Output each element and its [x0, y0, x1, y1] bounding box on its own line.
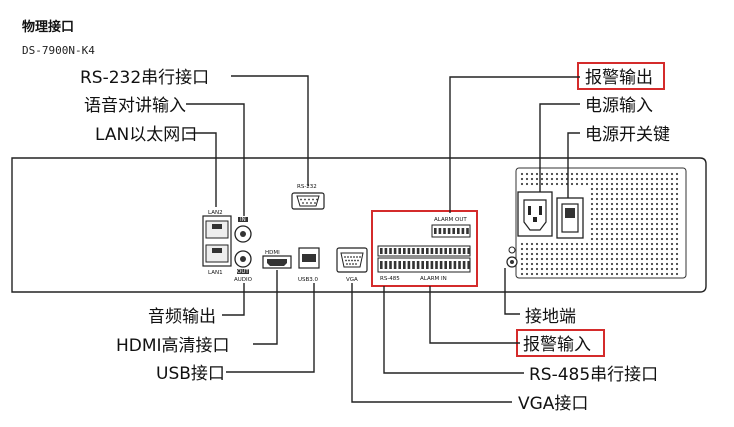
audio-in-label: IN: [240, 217, 246, 223]
callout-audio-out: 音频输出: [148, 307, 216, 327]
callout-ground: 接地端: [525, 307, 576, 327]
callout-audio-in: 语音对讲输入: [84, 96, 186, 116]
callout-rs485: RS-485串行接口: [529, 365, 658, 385]
audio-label: AUDIO: [234, 277, 253, 283]
power-inlet: [517, 191, 553, 237]
usb-label: USB3.0: [298, 277, 319, 283]
model-number: DS-7900N-K4: [22, 44, 95, 57]
leader-lines: [186, 75, 580, 403]
callout-usb: USB接口: [156, 364, 225, 384]
rs485-label: RS-485: [380, 276, 400, 282]
ground-terminal: [506, 246, 518, 268]
hdmi-label: HDMI: [265, 250, 280, 256]
alarm-out-label: ALARM OUT: [434, 217, 467, 223]
audio-jacks: IN OUT AUDIO: [234, 217, 253, 283]
hdmi-port: HDMI: [262, 250, 292, 269]
lan2-label: LAN2: [208, 210, 223, 216]
vga-port: VGA: [336, 247, 368, 283]
callout-power-switch: 电源开关键: [585, 125, 670, 145]
usb-port: USB3.0: [298, 247, 320, 283]
callout-power-in: 电源输入: [585, 96, 653, 116]
callout-vga: VGA接口: [518, 394, 588, 414]
alarm-in-label: ALARM IN: [420, 276, 447, 282]
section-title: 物理接口: [22, 20, 75, 35]
power-switch: [556, 197, 584, 239]
callout-rs232: RS-232串行接口: [80, 68, 209, 88]
alarm-out-callout-highlight: [577, 62, 665, 90]
rs232-label: RS-232: [297, 184, 317, 190]
rs232-port: RS-232: [291, 184, 325, 210]
alarm-terminal-highlight: [371, 210, 478, 287]
callout-lan: LAN以太网口: [95, 125, 197, 145]
callout-alarm-out: 报警输出: [585, 68, 653, 88]
lan1-label: LAN1: [208, 270, 223, 276]
audio-out-label: OUT: [237, 269, 249, 275]
callout-alarm-in: 报警输入: [523, 335, 591, 355]
alarm-terminal-block: ALARM OUT RS-485 ALARM IN: [377, 217, 471, 282]
vent-grille: [515, 167, 687, 279]
callout-hdmi: HDMI高清接口: [116, 336, 230, 356]
vga-label: VGA: [346, 277, 358, 283]
lan-ports: LAN2 LAN1: [202, 210, 232, 276]
